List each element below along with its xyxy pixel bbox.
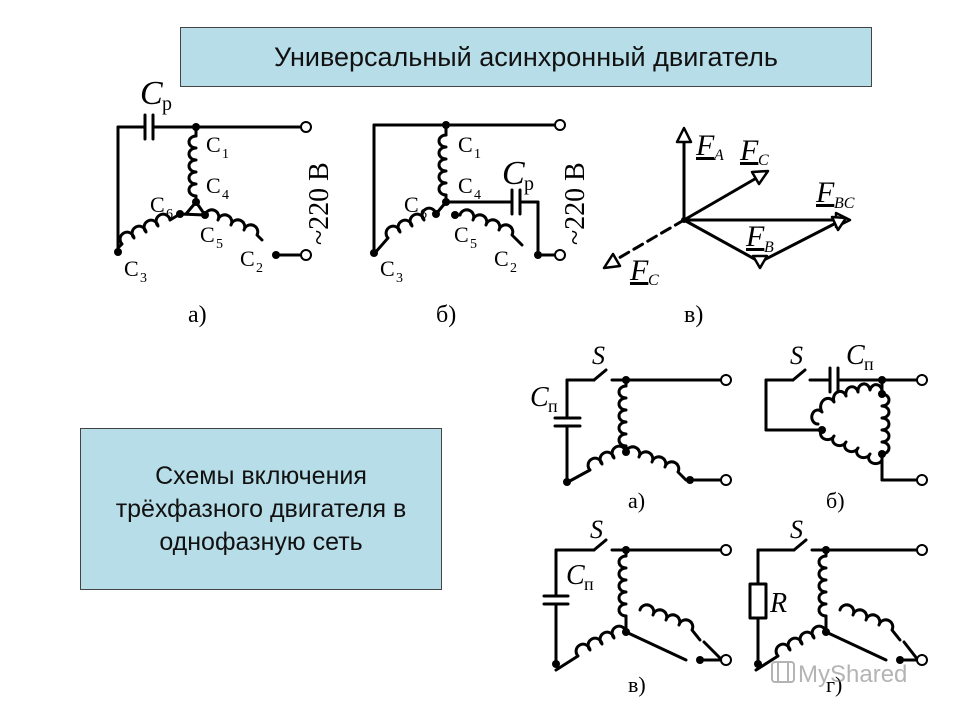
c3-label-a: C — [124, 256, 139, 281]
voltage-label-b: ~220 В — [560, 162, 591, 245]
c5-sub-b: 5 — [470, 237, 477, 252]
cn-sub-bb: п — [864, 354, 874, 374]
c1-label-b: C — [458, 132, 473, 157]
bottom-diagram-b-wiring — [764, 366, 920, 482]
vector-arrowheads — [602, 126, 852, 270]
c6-sub-a: 6 — [166, 207, 173, 222]
watermark: MyShared — [771, 661, 907, 688]
caption-bottom-g: г) — [826, 672, 842, 697]
c1-sub-a: 1 — [222, 147, 229, 162]
fa-sub: A — [713, 147, 724, 164]
caption-bottom-a: а) — [628, 488, 645, 513]
c2-label-b: C — [494, 246, 509, 271]
fbc-label: F — [815, 176, 835, 209]
cp-label-b: C — [502, 155, 525, 192]
cp-sub-a: р — [162, 93, 172, 115]
vector-diagram — [610, 138, 840, 264]
fb-sub: B — [764, 239, 774, 256]
c3-label-b: C — [380, 256, 395, 281]
watermark-text: MyShared — [798, 661, 907, 688]
caption-top-v: в) — [684, 302, 703, 328]
c6-label-a: C — [150, 192, 165, 217]
c4-sub-a: 4 — [222, 188, 229, 203]
fb-label: F — [745, 220, 765, 253]
c4-label-a: C — [206, 173, 221, 198]
cn-label-ba: C — [530, 382, 549, 413]
fc-sub-top: C — [758, 152, 769, 169]
watermark-logo-icon — [771, 661, 795, 683]
fc-label-bottom: F — [629, 254, 649, 287]
fc-label-top: F — [739, 134, 759, 167]
cn-label-bv: C — [566, 560, 585, 591]
cn-sub-bv: п — [584, 574, 594, 594]
r-label-bg: R — [769, 588, 787, 619]
c1-sub-b: 1 — [474, 147, 481, 162]
s-label-bb: S — [790, 341, 803, 370]
c1-label-a: C — [206, 132, 221, 157]
c2-sub-b: 2 — [510, 261, 517, 276]
subtitle-text: Схемы включения трёхфазного двигателя в … — [115, 461, 407, 556]
c5-sub-a: 5 — [216, 237, 223, 252]
c4-sub-b: 4 — [474, 188, 481, 203]
c5-label-b: C — [454, 222, 469, 247]
c2-label-a: C — [240, 246, 255, 271]
caption-bottom-v: в) — [628, 672, 646, 697]
cp-label-a: C — [140, 75, 163, 112]
bottom-diagram-g-wiring — [748, 538, 920, 672]
c3-sub-b: 3 — [396, 271, 403, 286]
s-label-bv: S — [590, 515, 603, 544]
fa-label: F — [695, 129, 715, 162]
title-box: Универсальный асинхронный двигатель — [180, 27, 872, 87]
terminals — [300, 119, 928, 666]
c3-sub-a: 3 — [140, 271, 147, 286]
bottom-diagram-a-wiring — [553, 368, 724, 484]
caption-top-b: б) — [436, 302, 456, 328]
caption-bottom-b: б) — [826, 488, 845, 513]
cp-sub-b: р — [524, 173, 534, 195]
c2-sub-a: 2 — [256, 261, 263, 276]
s-label-bg: S — [790, 515, 803, 544]
junction-dots — [114, 121, 904, 668]
c5-label-a: C — [200, 222, 215, 247]
fc-sub-bottom: C — [648, 272, 659, 289]
c6-sub-b: 6 — [420, 207, 427, 222]
title-text: Универсальный асинхронный двигатель — [274, 41, 778, 72]
c6-label-b: C — [404, 192, 419, 217]
s-label-ba: S — [592, 341, 605, 370]
voltage-label-a: ~220 В — [304, 162, 335, 245]
subtitle-box: Схемы включения трёхфазного двигателя в … — [80, 428, 442, 590]
cn-sub-ba: п — [548, 396, 558, 416]
caption-top-a: а) — [188, 302, 207, 328]
fbc-sub: BC — [834, 195, 855, 212]
cn-label-bb: C — [846, 340, 865, 371]
c4-label-b: C — [458, 173, 473, 198]
